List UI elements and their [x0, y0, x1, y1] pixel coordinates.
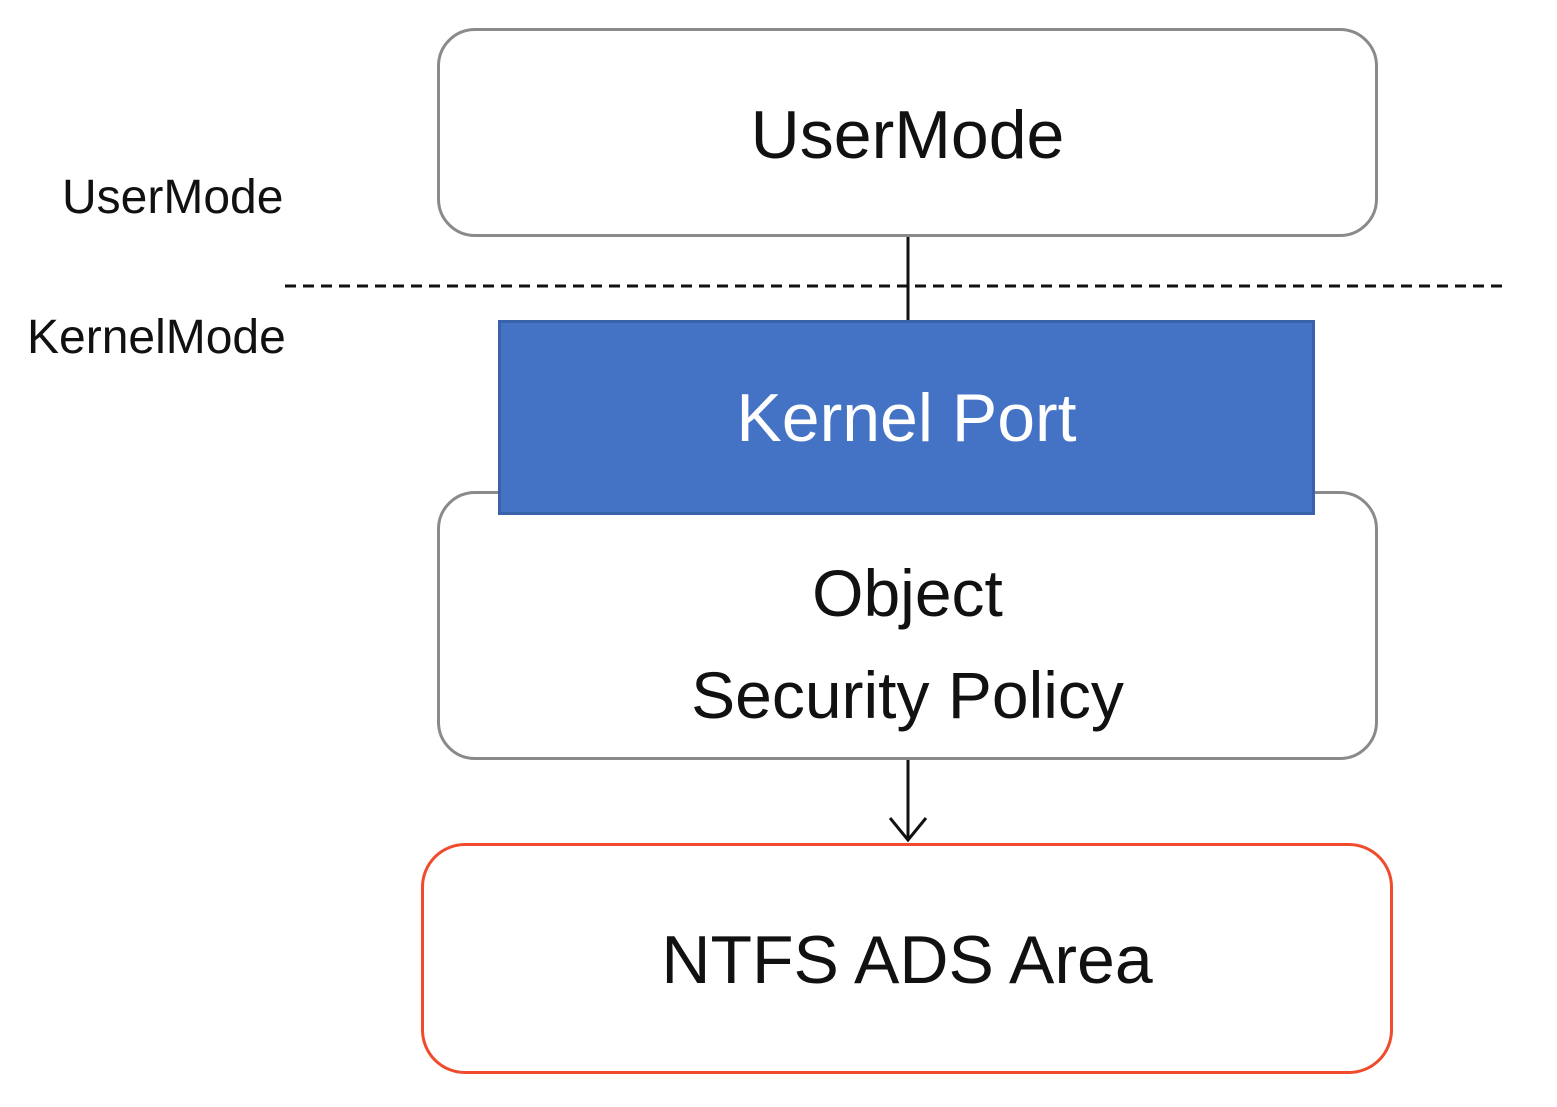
usermode-box-label: UserMode	[750, 96, 1065, 173]
object-security-policy-box: Object Security Policy	[437, 491, 1378, 760]
kernel-port-box: Kernel Port	[498, 320, 1315, 515]
usermode-region-label: UserMode	[62, 171, 284, 224]
kernel-port-label: Kernel Port	[736, 379, 1077, 456]
usermode-box: UserMode	[437, 28, 1378, 237]
object-box-line-1: Object	[812, 556, 1003, 630]
ntfs-ads-area-label: NTFS ADS Area	[661, 921, 1153, 998]
ntfs-ads-area-box: NTFS ADS Area	[421, 843, 1393, 1074]
arrowhead-to-ntfs	[888, 817, 928, 843]
kernelmode-region-label: KernelMode	[27, 311, 286, 364]
object-box-line-2: Security Policy	[691, 658, 1124, 732]
